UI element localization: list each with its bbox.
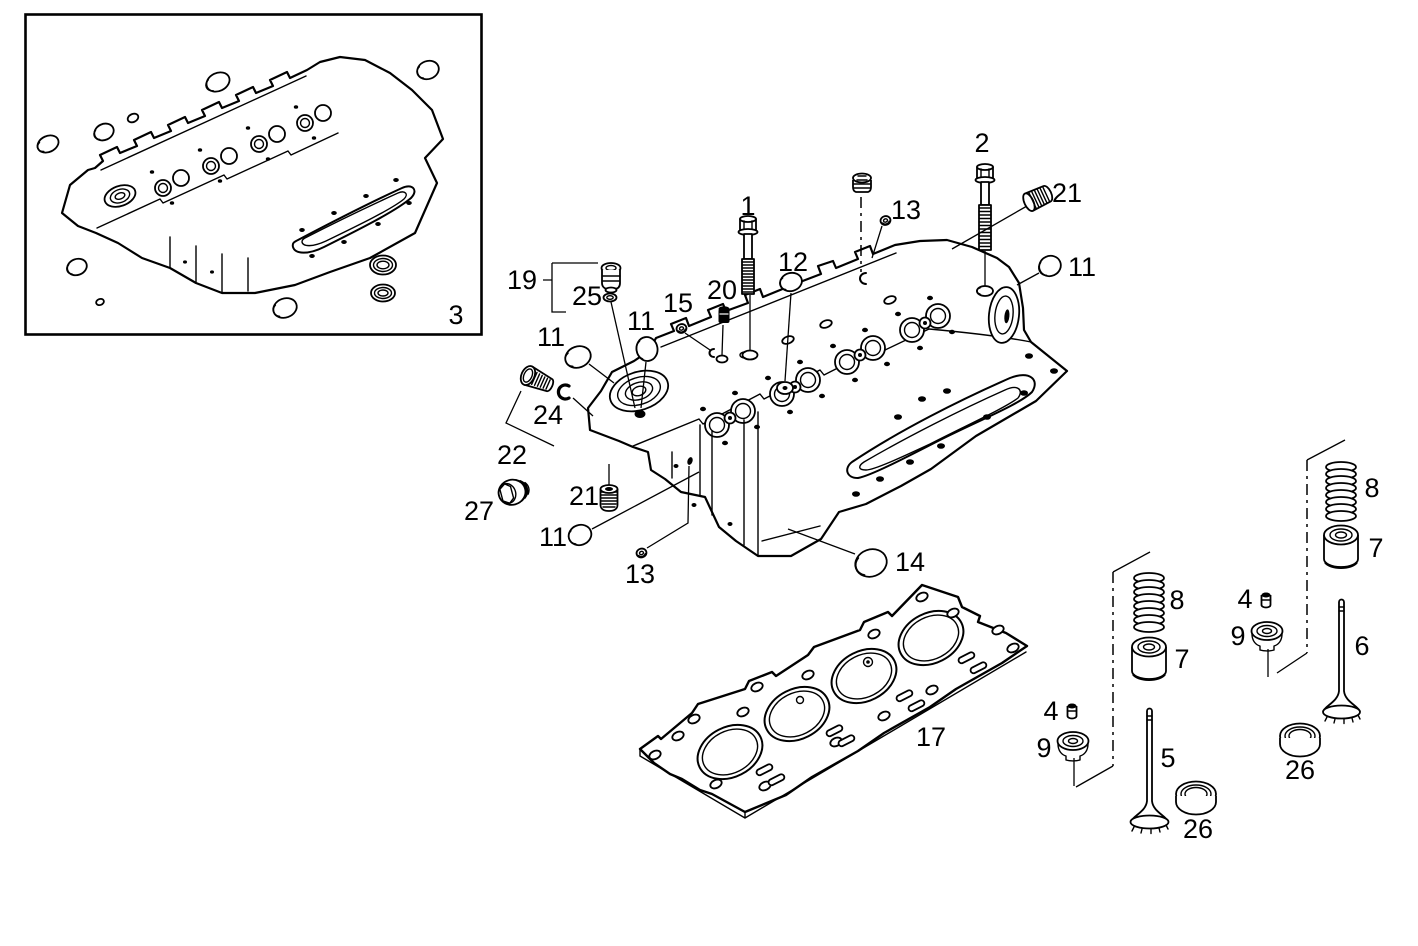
- valve-group-mid: [1075, 551, 1167, 788]
- part-oring-25: [602, 292, 618, 303]
- callout-collet-upper: 4: [1237, 584, 1252, 614]
- part-snap-ring-24: [556, 383, 571, 401]
- callout-bolt-1: 1: [740, 191, 755, 221]
- callout-group-22: 22: [497, 440, 527, 470]
- callout-cup-plug-left: 11: [537, 322, 565, 352]
- callout-spring-mid: 8: [1169, 585, 1184, 615]
- callout-spring-right: 8: [1364, 473, 1379, 503]
- dome-center-hole: [634, 410, 646, 418]
- part-rotator-lower: [1056, 731, 1090, 786]
- callout-cup-plug-bottom: 11: [539, 522, 567, 552]
- part-cap-12: [779, 271, 803, 382]
- part-cup-plug-right: [1016, 254, 1062, 286]
- part-ring-13-top: [871, 215, 892, 259]
- part-group-22: [505, 365, 594, 447]
- gasket-holes: [648, 591, 1020, 792]
- callout-ring-13-top: 13: [891, 195, 921, 225]
- part-plug-21-bottom: [599, 464, 619, 512]
- part-ring-13-bottom: [635, 465, 690, 559]
- part-bolt-2: [974, 163, 996, 286]
- callout-rotator-upper: 9: [1230, 621, 1245, 651]
- part-valve-6: [1322, 598, 1361, 725]
- callout-valve-5: 5: [1160, 743, 1175, 773]
- callout-inset-assembly: 3: [448, 300, 463, 330]
- part-rotator-upper: [1250, 621, 1284, 677]
- callout-plug-21-top: 21: [1052, 178, 1082, 208]
- valve-group-right: [1276, 439, 1359, 674]
- callout-ring-15: 15: [663, 288, 693, 318]
- part-plug-20: [718, 306, 730, 356]
- callout-retainer-mid: 7: [1174, 644, 1189, 674]
- callout-labels: 1 2 3 13 21 11 12 20 15 25 19 11 11 24 2…: [448, 128, 1383, 844]
- callout-collet-lower: 4: [1043, 696, 1058, 726]
- part-group-19: [543, 262, 636, 409]
- callout-bolt-2: 2: [974, 128, 989, 158]
- callout-cup-plug-14: 14: [895, 547, 925, 577]
- callout-rotator-lower: 9: [1036, 733, 1051, 763]
- callout-gasket-17: 17: [916, 722, 946, 752]
- leader-targets: [687, 272, 994, 465]
- dome-boss: [608, 369, 670, 413]
- part-plug-23: [852, 172, 872, 272]
- part-cup-plug-left: [564, 345, 615, 384]
- lower-flange: [846, 353, 1058, 497]
- part-retainer-right: [1323, 524, 1359, 569]
- part-cup-plug-bottom: [567, 471, 700, 547]
- callout-cup-plug-right: 11: [1068, 252, 1096, 282]
- head-gasket-drawing: [638, 583, 1029, 819]
- part-valve-5: [1129, 707, 1170, 835]
- cylinder-head-drawing: [586, 238, 1069, 558]
- callout-snap-ring-24: 24: [533, 400, 563, 430]
- callout-seal-26-lower: 26: [1183, 814, 1213, 844]
- callout-seal-26-right: 26: [1285, 755, 1315, 785]
- part-plug-21-top: [951, 185, 1054, 250]
- callout-plug-27: 27: [464, 496, 494, 526]
- callout-retainer-right: 7: [1368, 533, 1383, 563]
- part-cup-plug-mid: [635, 336, 659, 409]
- callout-group-19: 19: [507, 265, 537, 295]
- callout-cap-12: 12: [778, 247, 808, 277]
- callout-plug-21-bottom: 21: [569, 481, 599, 511]
- inset-loose-plugs: [36, 59, 440, 319]
- part-ring-15: [675, 323, 711, 351]
- part-retainer-mid: [1131, 636, 1167, 681]
- part-seal-26-lower: [1175, 780, 1217, 816]
- callout-valve-6: 6: [1354, 631, 1369, 661]
- callout-plug-20: 20: [707, 275, 737, 305]
- part-collet-lower: [1066, 703, 1078, 720]
- part-spring-right: [1325, 461, 1357, 522]
- part-spring-mid: [1133, 572, 1165, 633]
- part-bolt-1: [737, 215, 759, 350]
- part-cup-plug-14: [787, 528, 888, 578]
- part-collet-upper: [1260, 592, 1272, 609]
- callout-ring-13-bottom: 13: [625, 559, 655, 589]
- front-face-details: [671, 411, 821, 556]
- callout-oring-25: 25: [572, 281, 602, 311]
- part-plug-27: [497, 478, 530, 506]
- inset-panel: [24, 13, 483, 336]
- part-seal-26-right: [1279, 722, 1321, 758]
- callout-cup-plug-mid: 11: [627, 306, 655, 336]
- right-end-boss: [987, 286, 1021, 344]
- assembled-head-drawing: [60, 55, 445, 295]
